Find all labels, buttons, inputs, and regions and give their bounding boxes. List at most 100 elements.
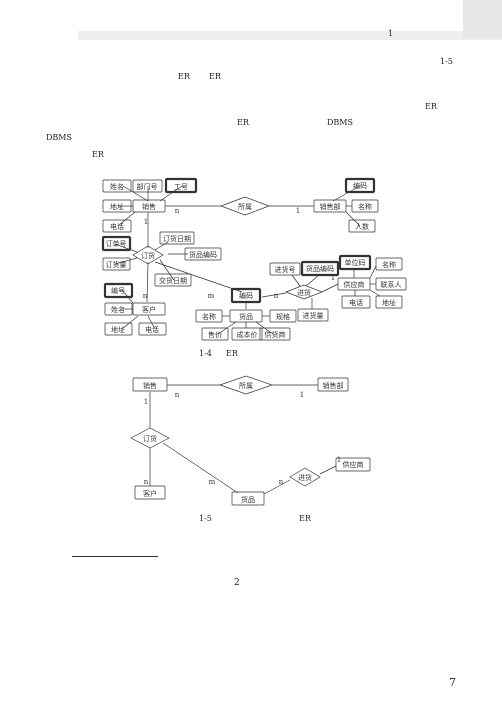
cardinality: n (175, 391, 180, 399)
relationship-belong (220, 196, 270, 216)
cardinality: n (143, 292, 148, 300)
cardinality: 1 (331, 274, 335, 282)
cardinality: 1 (300, 391, 304, 399)
body-text-dbms: DBMS (327, 118, 353, 127)
label: 地址 (110, 202, 124, 211)
attr-cust-phone (138, 322, 167, 336)
entity-sales-dept (313, 199, 347, 213)
cardinality: 1 (144, 218, 148, 226)
relationship-belong (218, 375, 274, 395)
attr-code-key (344, 177, 376, 194)
entity-sales (132, 377, 168, 392)
label: 进货 (297, 288, 311, 297)
attr-order-no-key (101, 235, 132, 252)
label: 供应商 (344, 280, 365, 289)
label: 订货 (143, 434, 157, 443)
relationship-supply (285, 284, 323, 300)
figure2-caption-num: 1-5 (199, 514, 212, 523)
cardinality: 1 (296, 207, 300, 215)
label: 订货日期 (163, 234, 191, 243)
cardinality: n (175, 207, 180, 215)
entity-customer (134, 485, 166, 500)
label: 名称 (202, 312, 216, 321)
label: 客户 (142, 305, 156, 314)
label: 订货 (141, 251, 155, 260)
attr-in-qty (297, 308, 329, 322)
label: 进货号 (275, 265, 296, 274)
label: 订货量 (106, 260, 127, 269)
attr-contact (375, 277, 407, 291)
label: 姓名 (111, 305, 125, 314)
attr-dname (351, 199, 379, 213)
label: 所属 (239, 381, 253, 390)
label: 货品 (239, 312, 253, 321)
attr-in-no (269, 262, 301, 276)
attr-goods-code (184, 247, 222, 261)
cardinality: 1 (337, 456, 341, 464)
label: 销售 (142, 202, 156, 211)
label: 规格 (276, 312, 290, 321)
label: 售价 (208, 330, 222, 339)
cardinality: n (279, 478, 284, 486)
header-page-marker: 1 (388, 29, 394, 38)
attr-name (102, 179, 132, 193)
attr-goods-name (195, 309, 223, 323)
attr-s-phone (341, 295, 371, 309)
label: 名称 (358, 202, 372, 211)
cardinality: n (274, 292, 279, 300)
label: 所属 (238, 202, 252, 211)
label: 供应商 (343, 460, 364, 469)
label: 单位码 (345, 258, 366, 267)
label: 货品 (241, 495, 255, 504)
label: 地址 (382, 298, 396, 307)
label: 电话 (145, 325, 159, 334)
footnote-number: 2 (234, 578, 240, 588)
label: 部门号 (137, 182, 158, 191)
relationship-order (132, 245, 164, 265)
attr-people (348, 219, 376, 233)
entity-customer (132, 302, 166, 316)
label: 联系人 (381, 280, 402, 289)
label: 进货 (298, 473, 312, 482)
label: 姓名 (110, 182, 124, 191)
label: 电话 (110, 222, 124, 231)
attr-cust-no-key (103, 282, 134, 299)
attr-address (102, 199, 132, 213)
attr-spec (269, 309, 297, 323)
attr-deliver-date (154, 273, 192, 287)
body-text-er: ER (237, 118, 249, 127)
body-text-dbms: DBMS (46, 133, 72, 142)
entity-goods (231, 491, 265, 506)
figure1-caption-num: 1-4 (199, 349, 212, 358)
figure2-caption-label: ER (299, 514, 311, 523)
attr-goods-code-key (230, 287, 262, 304)
body-text-er: ER (425, 102, 437, 111)
attr-goods-supplier (259, 327, 291, 341)
cardinality: n (144, 478, 149, 486)
attr-s-name (375, 257, 403, 271)
attr-cust-name (104, 302, 133, 316)
body-text-er: ER (209, 72, 221, 81)
attr-s-addr (375, 295, 403, 309)
label: 订单号 (106, 239, 127, 248)
relationship-order (130, 427, 170, 449)
label: 货品编码 (189, 250, 217, 259)
attr-cust-addr (104, 322, 133, 336)
label: 地址 (111, 325, 125, 334)
cardinality: 1 (144, 398, 148, 406)
footnote-divider (72, 556, 158, 557)
body-text-ref: 1-5 (440, 57, 453, 66)
entity-sales-dept (317, 377, 349, 392)
figure1-caption-label: ER (226, 349, 238, 358)
label: 销售部 (323, 381, 344, 390)
body-text-er: ER (92, 150, 104, 159)
attr-emp-no-key (164, 177, 198, 194)
label: 编码 (239, 291, 253, 300)
connector-lines (114, 185, 381, 335)
label: 进货量 (303, 311, 324, 320)
entity-supplier (335, 457, 371, 472)
label: 成本价 (237, 330, 258, 339)
cardinality: m (208, 292, 215, 300)
